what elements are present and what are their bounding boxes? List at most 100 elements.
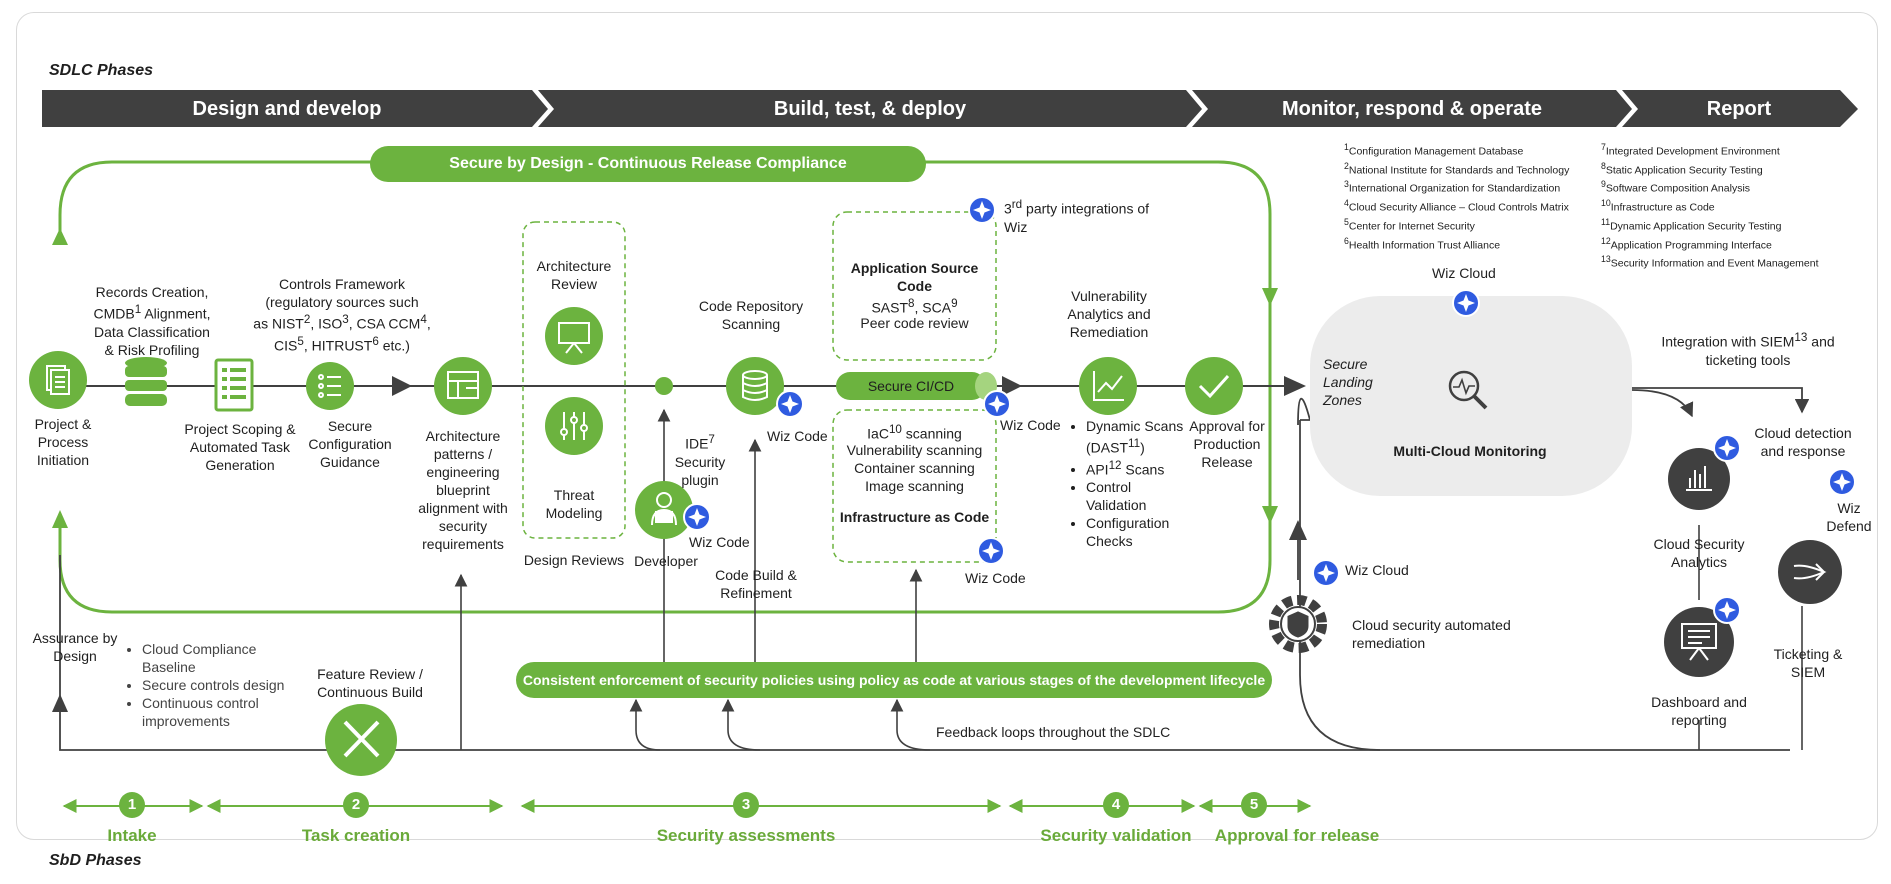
bottom-loop-line xyxy=(59,555,1790,751)
phase-chevron-design xyxy=(42,90,548,127)
feedback-arrow-2 xyxy=(721,698,761,751)
phase-report: Report xyxy=(1706,98,1772,120)
list-check-icon xyxy=(318,374,341,398)
sbd-num-5-text: 5 xyxy=(1249,796,1259,813)
arch-patterns-node xyxy=(434,357,492,415)
wiz-star-icon xyxy=(977,537,1005,565)
footnotes-right: 7Integrated Development Environment 8Sta… xyxy=(1601,142,1819,270)
cloud-analytics-label: Cloud Security Analytics xyxy=(1653,536,1745,570)
assurance-arrow xyxy=(52,694,68,712)
sbd-num-3-text: 3 xyxy=(741,796,751,813)
sbd-label-security-assessments: Security assessments xyxy=(656,826,836,845)
secure-config-label: Secure Configuration Guidance xyxy=(308,418,392,470)
app-source-box xyxy=(832,211,997,361)
flow-arrow-3 xyxy=(1284,376,1306,396)
flow-arrow-2 xyxy=(1002,376,1022,396)
wiz-star-icon xyxy=(1312,559,1340,587)
feedback-arrow-1 xyxy=(629,698,661,751)
wiz-code-label-cicd: Wiz Code xyxy=(1000,417,1061,433)
wiz-star-icon xyxy=(1713,434,1741,462)
presentation-board-icon xyxy=(558,322,590,354)
wiz-code-label-repo: Wiz Code xyxy=(767,428,828,444)
monitoring-magnifier-icon xyxy=(1448,370,1488,410)
sast-sca-label: SAST8, SCA9 xyxy=(871,297,958,316)
wiz-star-icon xyxy=(683,503,711,531)
multi-cloud-panel xyxy=(1310,296,1632,496)
loop-arrow-down-right-2 xyxy=(1262,506,1278,524)
peer-review-label: Peer code review xyxy=(860,315,969,331)
auto-remediation-label: Cloud security automated remediation xyxy=(1352,617,1511,651)
sbd-num-2 xyxy=(343,792,369,818)
assurance-label: Assurance by Design xyxy=(32,630,118,664)
loop-arrow-down-right xyxy=(1262,288,1278,306)
checklist-icon xyxy=(214,358,254,412)
secure-landing-label: Secure Landing Zones xyxy=(1323,356,1373,408)
arch-patterns-label: Architecture patterns / engineering blue… xyxy=(418,428,508,552)
sbd-phases-label: SbD Phases xyxy=(49,852,142,869)
phase-chevron-report xyxy=(1622,90,1858,127)
feedback-curve xyxy=(1297,397,1381,751)
blueprint-icon xyxy=(447,371,479,399)
sbd-num-5 xyxy=(1241,792,1267,818)
design-reviews-label: Design Reviews xyxy=(523,552,625,568)
chart-line-icon xyxy=(1093,371,1124,401)
analytics-bars-icon xyxy=(1686,466,1712,491)
iac-title: Infrastructure as Code xyxy=(839,509,990,525)
feature-review-label: Feature Review / Continuous Build xyxy=(317,666,423,700)
to-siem-line xyxy=(1632,387,1810,414)
vuln-analytics-label: Vulnerability Analytics and Remediation xyxy=(1067,288,1151,340)
design-reviews-box xyxy=(522,221,626,539)
footnotes-left: 1Configuration Management Database 2Nati… xyxy=(1344,142,1570,252)
sbd-label-task-creation: Task creation xyxy=(301,826,411,845)
wiz-defend-label: Wiz Defend xyxy=(1826,500,1872,534)
tools-icon xyxy=(343,720,380,758)
sdlc-phases-label: SDLC Phases xyxy=(49,62,154,79)
loop-arrow-up-left xyxy=(52,228,68,245)
landing-arrowhead xyxy=(1289,520,1307,540)
threat-modeling-label: Threat Modeling xyxy=(545,487,603,521)
feedback-loops-label: Feedback loops throughout the SDLC xyxy=(936,724,1171,740)
wiz-code-label-iac: Wiz Code xyxy=(965,570,1026,586)
ticketing-arrow-icon xyxy=(1793,563,1827,581)
ticketing-label: Ticketing & SIEM xyxy=(1773,646,1843,680)
flow-dot xyxy=(655,377,673,395)
wiz-star-icon xyxy=(983,390,1011,418)
wiz-star-icon xyxy=(1828,468,1856,496)
developer-label: Developer xyxy=(634,553,698,569)
arch-review-label: Architecture Review xyxy=(536,258,612,292)
approval-node xyxy=(1185,357,1243,415)
to-analytics-line xyxy=(1631,389,1694,418)
secure-cicd-bar xyxy=(836,372,986,400)
siem-integration-label: Integration with SIEM13 and ticketing to… xyxy=(1661,331,1835,368)
code-build-label: Code Build & Refinement xyxy=(715,567,797,601)
iac-box xyxy=(832,409,997,563)
project-scoping-label: Project Scoping & Automated Task Generat… xyxy=(184,421,296,473)
sbd-num-1-text: 1 xyxy=(127,796,137,813)
phase-chevron-monitor xyxy=(1192,90,1632,127)
iac-scan-items: Vulnerability scanning Container scannin… xyxy=(846,442,983,494)
sliders-icon xyxy=(560,412,588,440)
wiz-star-icon xyxy=(776,390,804,418)
iac-scan-label: IaC10 scanning xyxy=(867,423,962,442)
wiz-star-icon xyxy=(968,196,996,224)
loop-arrow-up-left-2 xyxy=(52,510,68,528)
code-repo-label: Code Repository Scanning xyxy=(698,298,804,332)
dashboard-label: Dashboard and reporting xyxy=(1651,694,1747,728)
phase-build-test-deploy: Build, test, & deploy xyxy=(773,98,967,120)
sbd-label-approval: Approval for release xyxy=(1214,826,1380,845)
sbd-label-intake: Intake xyxy=(107,826,157,845)
secure-by-design-banner: Secure by Design - Continuous Release Co… xyxy=(370,146,926,182)
controls-framework-label: Controls Framework (regulatory sources s… xyxy=(253,276,431,354)
database-icon xyxy=(125,357,167,406)
secure-cicd-label: Secure CI/CD xyxy=(867,378,955,394)
phase-monitor-respond: Monitor, respond & operate xyxy=(1281,98,1543,120)
documents-icon xyxy=(46,365,70,395)
multi-cloud-label: Multi-Cloud Monitoring xyxy=(1393,443,1547,459)
sbd-num-2-text: 2 xyxy=(351,796,361,813)
approval-label: Approval for Production Release xyxy=(1189,418,1265,470)
ide-plugin-label: IDE7 Security plugin xyxy=(674,433,726,488)
dynamic-scans-list: Dynamic Scans (DAST11) API12 Scans Contr… xyxy=(1068,417,1188,550)
sbd-label-security-validation: Security validation xyxy=(1040,826,1192,845)
